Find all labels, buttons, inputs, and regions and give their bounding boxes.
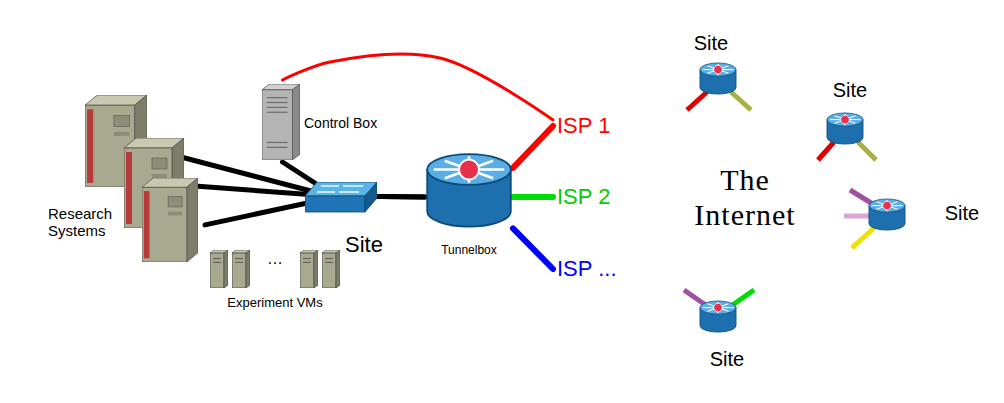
node-label: … bbox=[267, 250, 283, 268]
vm-box: … Experiment VMs bbox=[200, 240, 350, 318]
node-label: Site bbox=[345, 232, 383, 257]
cloud-outline bbox=[657, 320, 786, 402]
site-router bbox=[700, 301, 736, 332]
device-shape bbox=[687, 92, 707, 110]
network-switch bbox=[305, 182, 377, 212]
device-shape bbox=[818, 142, 834, 160]
node-label: Site bbox=[710, 348, 744, 371]
cloud-outline bbox=[4, 66, 507, 375]
site-cloud: Site bbox=[655, 318, 790, 403]
node-label: Control Box bbox=[304, 115, 377, 131]
research-systems: Research Systems bbox=[45, 95, 205, 278]
site-router bbox=[700, 63, 736, 94]
isp-label: ISP ... bbox=[553, 254, 621, 284]
device-shape bbox=[858, 142, 876, 160]
cloud-outline bbox=[650, 2, 769, 87]
site-cloud: Site bbox=[648, 0, 773, 88]
node-label: ISP 2 bbox=[557, 184, 610, 210]
node-label: The Internet bbox=[670, 163, 820, 232]
node-label: Site bbox=[833, 79, 867, 102]
network-link bbox=[282, 54, 553, 120]
site-router bbox=[869, 199, 905, 230]
isp-label: ISP 1 bbox=[553, 111, 614, 141]
device-shape bbox=[731, 92, 751, 110]
research-server bbox=[142, 178, 198, 262]
isp-label: ISP 2 bbox=[553, 182, 614, 212]
control-server bbox=[262, 84, 300, 160]
network-link bbox=[513, 194, 553, 200]
network-link bbox=[513, 126, 553, 168]
site-cloud: Site bbox=[778, 52, 908, 142]
site-router bbox=[827, 113, 863, 144]
node-label: ISP ... bbox=[557, 256, 617, 282]
device-shape bbox=[852, 226, 876, 248]
node-label: Research Systems bbox=[48, 205, 118, 240]
node-label: Site bbox=[694, 32, 728, 55]
cloud-outline bbox=[906, 170, 999, 262]
tunnelbox-router bbox=[427, 154, 511, 226]
vm-icon bbox=[232, 250, 250, 288]
device-shape bbox=[844, 214, 870, 219]
site-cloud: Site Research Systems Control Box … Experime… bbox=[0, 65, 510, 375]
cloud-outline bbox=[780, 54, 904, 141]
device-shape bbox=[731, 290, 754, 306]
node-label: Site bbox=[945, 202, 979, 225]
node-label: Tunnelbox bbox=[438, 244, 500, 258]
vm-icon bbox=[210, 250, 228, 288]
cloud-outline bbox=[473, 1, 1002, 403]
control-box: Control Box bbox=[258, 80, 402, 162]
node-label: ISP 1 bbox=[557, 113, 610, 139]
site-cloud: Site bbox=[905, 168, 1002, 263]
internet-cloud: The InternetISP 1ISP 2ISP ...SiteSiteSit… bbox=[470, 0, 1004, 403]
network-link bbox=[513, 228, 553, 269]
vm-icon bbox=[322, 250, 340, 288]
tunnelbox: Tunnelbox bbox=[425, 150, 513, 262]
box-outline bbox=[202, 242, 349, 317]
vm-icon bbox=[300, 250, 318, 288]
node-label: Experiment VMs bbox=[227, 296, 322, 311]
